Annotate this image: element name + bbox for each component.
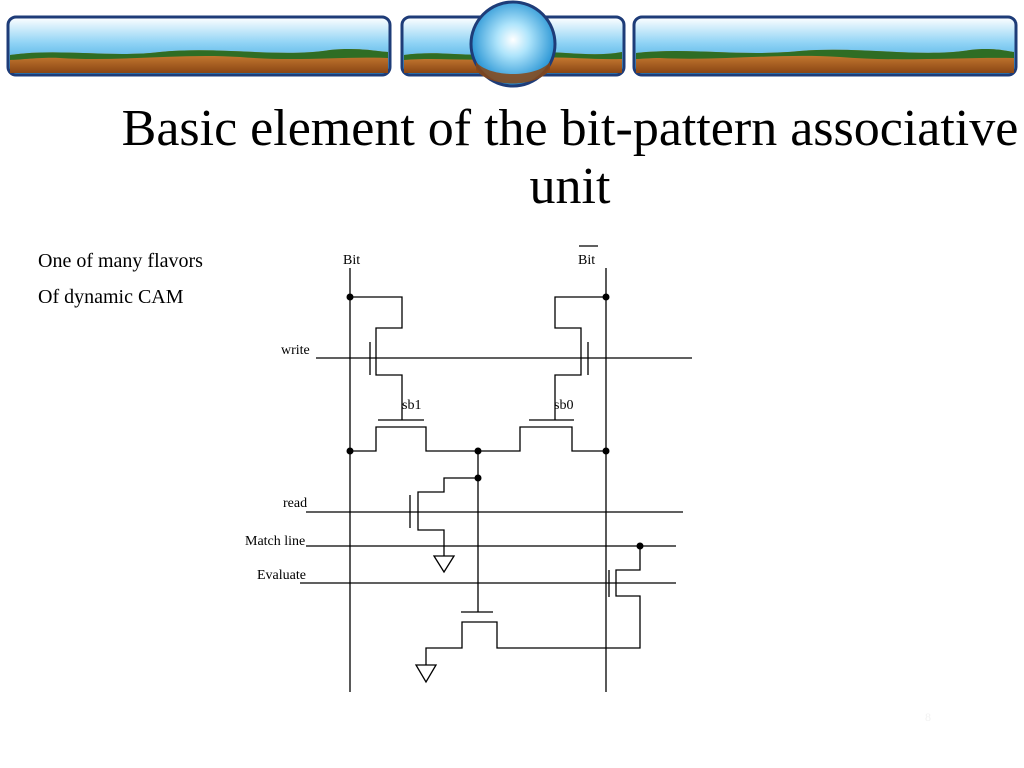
read-transistor — [417, 477, 478, 556]
slide-title: Basic element of the bit-pattern associa… — [121, 100, 1019, 215]
junction-dot — [346, 293, 354, 301]
header-banner — [6, 0, 1018, 88]
banner-panel-right — [632, 15, 1018, 77]
junction-dot — [346, 447, 354, 455]
right-write-transistor — [554, 296, 606, 420]
ground-icon — [414, 664, 438, 684]
junction-dot — [474, 474, 482, 482]
sb1-label: sb1 — [402, 398, 421, 413]
bit-label: Bit — [343, 253, 360, 268]
ground-icon — [432, 555, 456, 574]
banner-panel-left — [6, 15, 392, 77]
bullet-text: Of dynamic CAM — [38, 286, 184, 308]
evaluate-transistor — [425, 546, 641, 665]
evaluate-label: Evaluate — [257, 568, 306, 583]
bit-bar-label: Bit — [578, 253, 595, 268]
match-line-label: Match line — [245, 534, 305, 549]
bullet-text: One of many flavors — [38, 250, 203, 272]
page-number: 8 — [925, 710, 931, 724]
junction-dot — [602, 447, 610, 455]
compare-transistors — [350, 426, 606, 452]
junction-dot — [636, 542, 644, 550]
write-label: write — [281, 343, 310, 358]
read-label: read — [283, 496, 307, 511]
sb0-label: sb0 — [554, 398, 573, 413]
junction-dot — [474, 447, 482, 455]
junction-dot — [602, 293, 610, 301]
left-write-transistor — [350, 296, 403, 420]
banner-panel-center — [400, 0, 626, 88]
